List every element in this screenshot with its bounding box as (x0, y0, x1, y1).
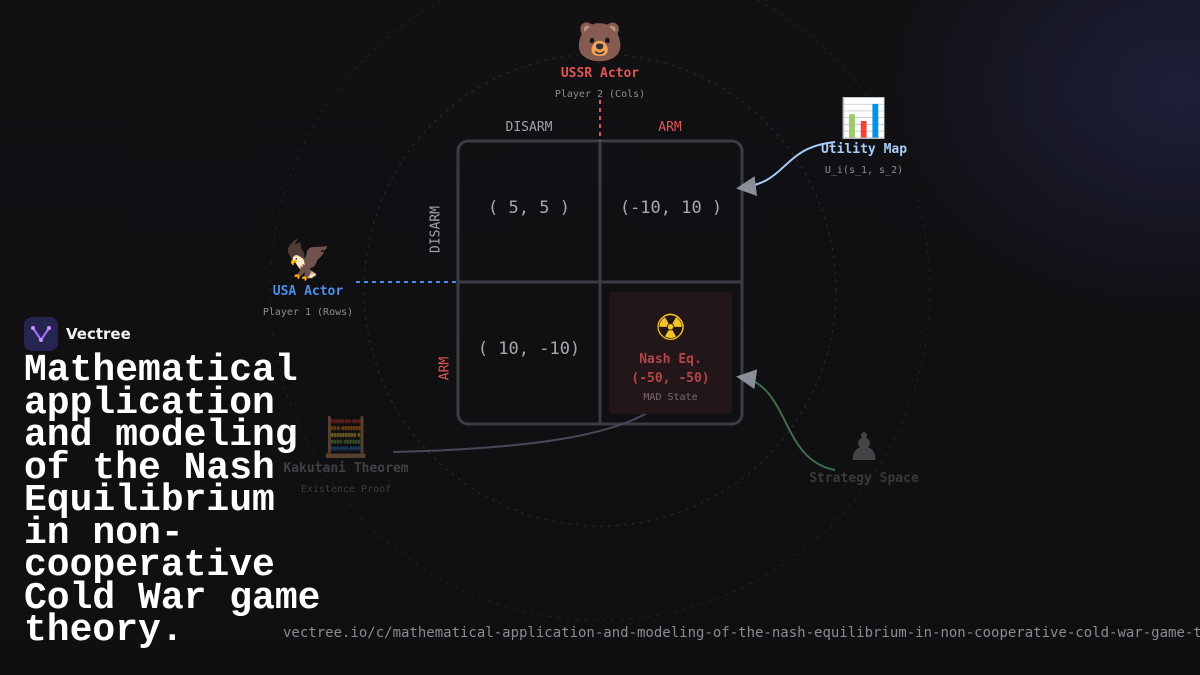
abacus-icon: 🧮 (322, 415, 370, 459)
payoff-cell-disarm-arm: (-10, 10 ) (619, 198, 723, 218)
strategy-node: ♟ Strategy Space (779, 425, 949, 486)
row-header-arm: ARM (437, 356, 453, 381)
orbit-ring-outer (269, 0, 931, 621)
column-header-disarm: DISARM (505, 120, 553, 135)
column-header-arm: ARM (658, 120, 682, 135)
utility-node: 📊 Utility Map U_i(s_1, s_2) (779, 96, 949, 176)
nash-note: MAD State (643, 392, 698, 403)
headline: Mathematical application and modeling of… (24, 349, 321, 652)
strategy-title: Strategy Space (809, 471, 919, 486)
nash-equilibrium-cell: ☢ Nash Eq. (-50, -50) MAD State (609, 292, 732, 414)
bar-chart-icon: 📊 (840, 96, 888, 140)
vectree-logo-icon (24, 317, 58, 351)
strategy-connector (736, 369, 836, 471)
radiation-icon: ☢ (654, 308, 687, 349)
usa-subtitle: Player 1 (Rows) (262, 307, 354, 318)
kakutani-title: Kakutani Theorem (283, 461, 409, 476)
ussr-title: USSR Actor (560, 66, 640, 81)
utility-connector (736, 141, 836, 197)
row-header-disarm: DISARM (428, 206, 444, 253)
brand-name: Vectree (66, 325, 131, 343)
kakutani-node: 🧮 Kakutani Theorem Existence Proof (261, 415, 431, 495)
utility-subtitle: U_i(s_1, s_2) (824, 165, 904, 176)
ussr-node: 🐻 USSR Actor Player 2 (Cols) (515, 20, 685, 100)
kakutani-subtitle: Existence Proof (300, 484, 392, 495)
eagle-icon: 🦅 (284, 238, 332, 282)
orbit-ring-inner (363, 53, 837, 527)
usa-title: USA Actor (272, 284, 344, 299)
course-url[interactable]: vectree.io/c/mathematical-application-an… (283, 625, 1200, 641)
brand: Vectree (24, 317, 131, 351)
usa-node: 🦅 USA Actor Player 1 (Rows) (223, 238, 393, 318)
ussr-subtitle: Player 2 (Cols) (554, 89, 646, 100)
payoff-cell-arm-disarm: ( 10, -10) (477, 339, 581, 359)
chess-pawn-icon: ♟ (846, 425, 882, 469)
nash-label: Nash Eq. (639, 352, 702, 367)
utility-title: Utility Map (820, 142, 908, 157)
nash-value: (-50, -50) (631, 371, 710, 386)
bear-icon: 🐻 (576, 20, 624, 64)
payoff-cell-disarm-disarm: ( 5, 5 ) (488, 198, 570, 218)
